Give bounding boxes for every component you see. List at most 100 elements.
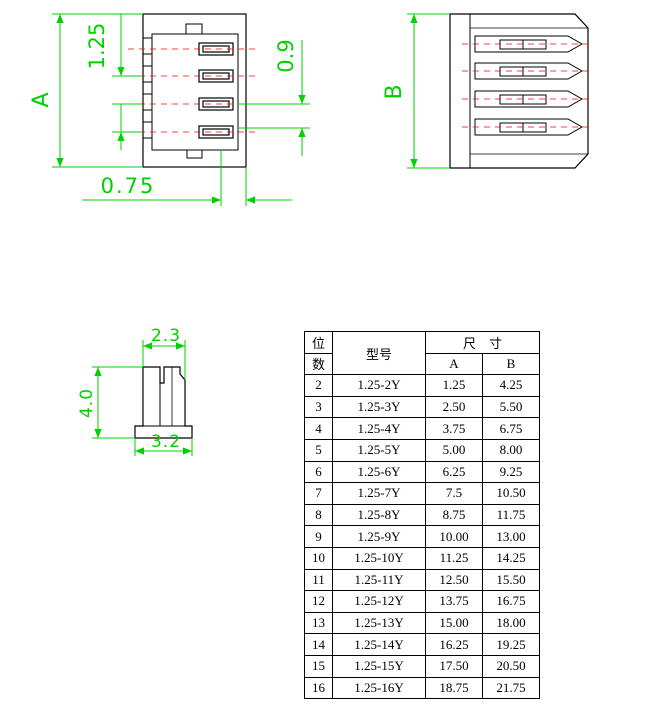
front-contacts [198, 42, 234, 139]
cell-a: 5.00 [425, 438, 483, 462]
cell-count: 11 [304, 568, 333, 592]
cell-count: 12 [304, 590, 333, 613]
cell-b: 10.50 [482, 482, 540, 505]
cell-count: 6 [304, 460, 333, 484]
cell-count: 13 [304, 611, 333, 635]
table-subheader-row: 数 A B [304, 352, 540, 376]
end-view [134, 366, 193, 439]
dim-offset-label: 0.75 [101, 174, 156, 198]
front-outer-body [142, 13, 247, 168]
cell-model: 1.25-8Y [332, 503, 426, 527]
cell-count: 10 [304, 546, 333, 570]
dim-pitch-label: 1.25 [85, 23, 109, 70]
cell-count: 7 [304, 482, 333, 505]
cell-b: 20.50 [482, 654, 540, 678]
cell-model: 1.25-4Y [332, 417, 426, 440]
cell-b: 11.75 [482, 503, 540, 527]
cell-model: 1.25-7Y [332, 482, 426, 505]
end-dimensions [92, 340, 193, 456]
cell-a: 2.50 [425, 395, 483, 419]
front-left-tabs [142, 37, 153, 139]
cell-a: 13.75 [425, 590, 483, 613]
front-bottom-notch [186, 149, 203, 159]
cell-a: 1.25 [425, 374, 483, 397]
cell-count: 16 [304, 676, 333, 700]
cell-a: 17.50 [425, 654, 483, 678]
cell-b: 14.25 [482, 546, 540, 570]
cell-count: 9 [304, 525, 333, 548]
cell-b: 15.50 [482, 568, 540, 592]
cell-b: 19.25 [482, 633, 540, 656]
dim-height-label: 4.0 [77, 388, 97, 418]
cell-model: 1.25-10Y [332, 546, 426, 570]
front-dimensions [52, 13, 310, 206]
cell-a: 18.75 [425, 676, 483, 700]
cell-count: 14 [304, 633, 333, 656]
header-a: A [425, 352, 483, 376]
cell-a: 6.25 [425, 460, 483, 484]
cell-count: 4 [304, 417, 333, 440]
dim-width-top-label: 2.3 [151, 326, 181, 346]
front-view [128, 13, 256, 168]
cell-model: 1.25-16Y [332, 676, 426, 700]
side-view [449, 13, 592, 169]
cell-model: 1.25-2Y [332, 374, 426, 397]
cell-count: 8 [304, 503, 333, 527]
cell-count: 15 [304, 654, 333, 678]
cell-model: 1.25-9Y [332, 525, 426, 548]
cell-a: 12.50 [425, 568, 483, 592]
header-count-bottom: 数 [304, 352, 333, 376]
side-dimensions [407, 13, 450, 169]
side-contacts [474, 35, 584, 136]
cell-model: 1.25-13Y [332, 611, 426, 635]
dim-a-label: A [29, 92, 54, 107]
dim-width-bottom-label: 3.2 [151, 432, 181, 452]
side-centerlines [462, 43, 592, 128]
cell-a: 10.00 [425, 525, 483, 548]
header-count-top: 位 [304, 331, 333, 354]
cell-b: 21.75 [482, 676, 540, 700]
cell-a: 11.25 [425, 546, 483, 570]
cell-model: 1.25-6Y [332, 460, 426, 484]
cell-a: 7.5 [425, 482, 483, 505]
cell-model: 1.25-15Y [332, 654, 426, 678]
cell-a: 15.00 [425, 611, 483, 635]
cell-count: 5 [304, 438, 333, 462]
cell-b: 6.75 [482, 417, 540, 440]
cell-b: 4.25 [482, 374, 540, 397]
cell-b: 5.50 [482, 395, 540, 419]
cell-b: 9.25 [482, 460, 540, 484]
table-header-row: 位 型号 尺 寸 [304, 330, 540, 376]
dim-b-label: B [382, 84, 407, 99]
header-dimension: 尺 寸 [425, 331, 540, 354]
cell-model: 1.25-12Y [332, 590, 426, 613]
cell-model: 1.25-3Y [332, 395, 426, 419]
cell-model: 1.25-5Y [332, 438, 426, 462]
cell-count: 3 [304, 395, 333, 419]
cell-model: 1.25-14Y [332, 633, 426, 656]
cell-b: 18.00 [482, 611, 540, 635]
cell-a: 8.75 [425, 503, 483, 527]
cell-count: 2 [304, 374, 333, 397]
cell-a: 3.75 [425, 417, 483, 440]
cell-a: 16.25 [425, 633, 483, 656]
dim-spacing-label: 0.9 [274, 39, 298, 72]
cell-model: 1.25-11Y [332, 568, 426, 592]
cell-b: 13.00 [482, 525, 540, 548]
